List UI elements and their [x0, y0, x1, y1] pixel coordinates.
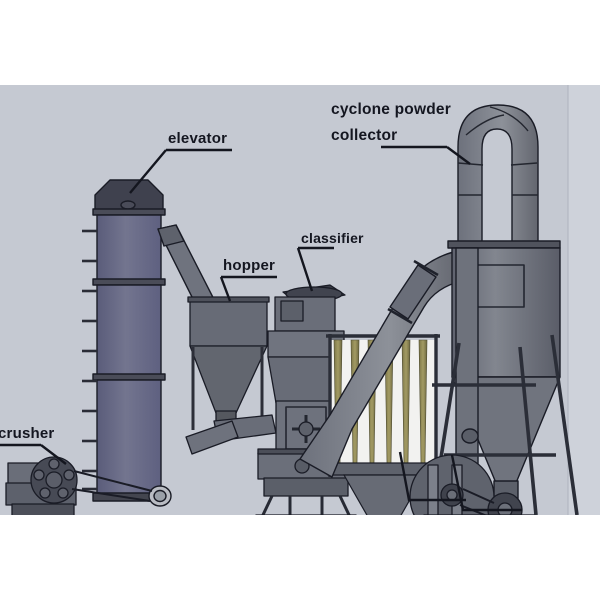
- cyclone-inlet-elbow: [457, 104, 539, 246]
- elevator-column-seg1: [96, 214, 162, 281]
- duct-flange-line-2: [413, 259, 439, 277]
- mill-base-block: [263, 477, 349, 497]
- blower-brace-1: [427, 464, 439, 515]
- elevator-chute-collar: [157, 224, 185, 247]
- leader-lines: [0, 145, 522, 512]
- duct-flange-joint: [389, 264, 437, 320]
- mill-classifier-panel: [280, 300, 304, 322]
- leader-elevator: [129, 148, 232, 194]
- label-cyclone-powder: cyclone powder: [331, 101, 451, 118]
- leader-classifier: [296, 246, 334, 292]
- leader-unlabeled-left: [398, 451, 466, 502]
- leader-crusher: [0, 443, 67, 465]
- leader-hopper: [219, 275, 277, 302]
- cyclone-downcomer-pipe: [455, 247, 479, 481]
- leader-cyclone: [381, 145, 471, 165]
- elevator-flange-2: [92, 373, 166, 381]
- elevator-column-seg3: [96, 379, 162, 501]
- crusher-base: [11, 503, 75, 515]
- blower-shaft-hub: [446, 489, 458, 501]
- feed-hopper: [185, 296, 277, 455]
- crusher-flywheel-hub: [45, 471, 63, 489]
- hopper-box: [189, 300, 268, 347]
- mill-hand-wheel: [292, 415, 320, 443]
- crusher-drive-belt: [71, 470, 153, 502]
- hopper-cone: [189, 345, 268, 414]
- elevator-ladder-rungs: [82, 229, 97, 491]
- label-cyclone-collector: collector: [331, 127, 398, 144]
- elevator-collar-top: [92, 208, 166, 216]
- elevator-pulley-hub: [153, 489, 167, 503]
- filter-discharge-cone: [342, 474, 426, 515]
- scene-right-edge: [568, 85, 600, 515]
- elevator-flange-1: [92, 278, 166, 286]
- mill-stand: [261, 495, 351, 515]
- cyclone-top-plate: [447, 240, 561, 249]
- crusher-flywheel-spokes: [33, 458, 75, 499]
- cyclone-pipe-boss: [461, 428, 479, 444]
- blower-drive-belt: [459, 488, 495, 515]
- diagram-scene: [0, 85, 600, 515]
- leader-unlabeled-right: [450, 454, 522, 512]
- jaw-crusher: [5, 456, 153, 515]
- label-elevator: elevator: [168, 130, 228, 147]
- duct-flange-line-1: [387, 307, 413, 325]
- label-crusher: crusher: [0, 425, 55, 442]
- elevator-column-seg2: [96, 284, 162, 376]
- label-classifier: classifier: [301, 230, 364, 246]
- cyclone-elbow-segments: [457, 106, 538, 196]
- cyclone-powder-collector: [430, 104, 579, 515]
- label-hopper: hopper: [223, 257, 276, 274]
- vibrating-feeder-arm: [185, 420, 239, 455]
- plant-layout-drawing: [0, 85, 600, 515]
- elevator-head-boss: [120, 200, 136, 210]
